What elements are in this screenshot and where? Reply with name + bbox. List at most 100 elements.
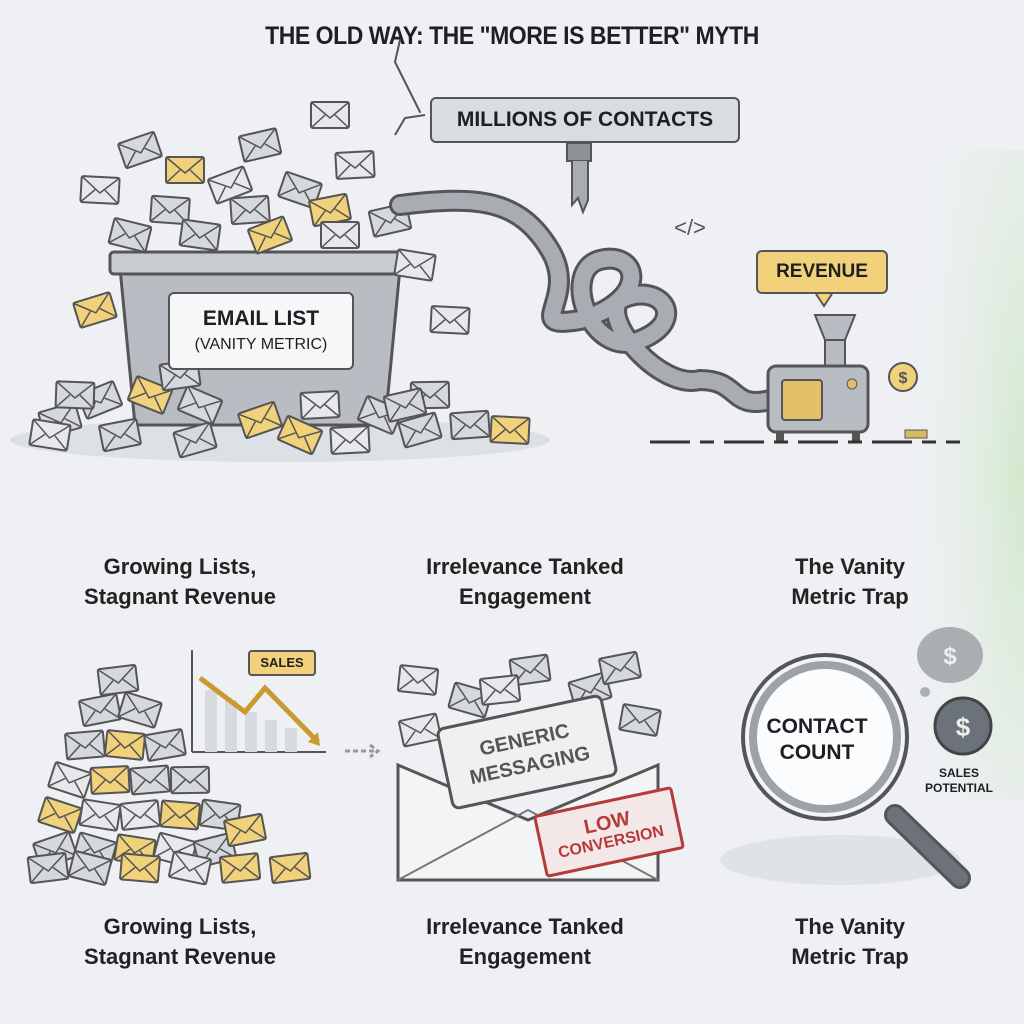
caption-line: Growing Lists,	[103, 914, 257, 939]
svg-text:$: $	[899, 370, 908, 387]
envelope-icon	[334, 150, 376, 180]
envelope-icon	[237, 127, 283, 163]
dollar-coin-icon: $	[888, 362, 918, 392]
envelope-icon	[247, 215, 293, 255]
envelope-icon	[308, 192, 352, 228]
envelope-icon	[397, 411, 443, 449]
envelope-icon	[72, 291, 118, 329]
caption-irrelevance: Irrelevance Tanked Engagement	[380, 912, 670, 972]
thought-bubble-dollar-icon: $	[917, 627, 983, 697]
envelope-icon	[276, 415, 324, 455]
envelope-icon	[54, 380, 96, 410]
section-title-irrelevance: Irrelevance Tanked Engagement	[380, 552, 670, 612]
svg-text:$: $	[956, 712, 971, 742]
envelope-icon	[299, 390, 341, 420]
declining-sales-chart	[191, 650, 326, 753]
caption-line: Irrelevance Tanked	[426, 914, 624, 939]
contact-line: CONTACT	[766, 715, 868, 738]
email-list-subtitle: (VANITY METRIC)	[194, 336, 328, 353]
sales-label: SALES	[248, 650, 316, 676]
envelope-icon	[329, 425, 371, 455]
caption-line: Engagement	[458, 944, 592, 969]
envelope-icon	[218, 852, 262, 884]
envelope-icon	[129, 764, 171, 796]
section-title-line: Irrelevance Tanked	[426, 554, 624, 579]
section-title-vanity: The Vanity Metric Trap	[730, 552, 970, 612]
envelope-icon	[64, 729, 106, 761]
caption-line: Metric Trap	[791, 944, 909, 969]
contact-count-label: CONTACT COUNT	[762, 714, 872, 766]
envelope-icon	[98, 417, 142, 453]
envelope-icon	[169, 765, 211, 795]
sales-potential-line: POTENTIAL	[925, 781, 993, 795]
count-line: COUNT	[779, 741, 855, 764]
envelope-icon	[178, 218, 222, 252]
envelope-icon	[168, 850, 212, 886]
envelope-icon	[79, 175, 121, 205]
email-list-title: EMAIL LIST	[202, 307, 320, 330]
envelope-icon	[96, 664, 140, 696]
pointer-arrow	[394, 114, 426, 136]
envelope-icon	[310, 101, 350, 129]
section-title-growing-lists: Growing Lists, Stagnant Revenue	[40, 552, 320, 612]
magnifier-shadow	[720, 835, 960, 885]
code-icon: </>	[674, 215, 706, 240]
section-title-line: Growing Lists,	[103, 554, 257, 579]
revenue-pointer	[815, 293, 833, 308]
caption-vanity: The Vanity Metric Trap	[730, 912, 970, 972]
flow-arrow	[345, 743, 381, 759]
envelope-icon	[117, 131, 163, 169]
envelope-icon	[37, 796, 83, 834]
envelope-icon	[103, 729, 147, 761]
envelope-icon	[89, 765, 131, 795]
envelope-icon	[28, 418, 72, 452]
envelope-icon	[223, 812, 267, 848]
revenue-label: REVENUE	[756, 250, 888, 294]
envelope-icon	[268, 852, 312, 884]
section-title-line: Stagnant Revenue	[84, 584, 276, 609]
tangled-pipe	[389, 39, 781, 413]
envelope-icon	[429, 305, 471, 335]
section-title-line: Metric Trap	[791, 584, 909, 609]
envelope-icon	[237, 401, 283, 439]
dollar-coin-gray-icon: $	[933, 696, 993, 756]
envelope-icon	[618, 703, 662, 737]
envelope-icon	[277, 171, 323, 209]
caption-line: The Vanity	[794, 914, 906, 939]
page-title: THE OLD WAY: THE "MORE IS BETTER" MYTH	[265, 22, 759, 50]
svg-text:$: $	[943, 643, 957, 670]
envelope-icon	[78, 798, 122, 832]
envelope-icon	[127, 375, 173, 415]
envelope-icon	[78, 692, 122, 728]
envelope-icon	[598, 650, 642, 686]
envelope-icon	[118, 799, 162, 831]
envelope-icon	[382, 387, 428, 423]
caption-line: Stagnant Revenue	[84, 944, 276, 969]
magnifying-glass-icon	[741, 653, 971, 889]
caption-growing-lists: Growing Lists, Stagnant Revenue	[40, 912, 320, 972]
envelope-icon	[177, 385, 223, 425]
envelope-icon	[320, 221, 360, 249]
envelope-icon	[393, 248, 437, 282]
envelope-icon	[159, 799, 201, 831]
sales-potential-label: SALES POTENTIAL	[924, 766, 994, 796]
section-title-line: Engagement	[458, 584, 592, 609]
envelope-icon	[47, 761, 93, 799]
section-title-line: The Vanity	[794, 554, 906, 579]
envelope-icon	[396, 664, 440, 696]
envelope-icon	[489, 415, 531, 445]
envelope-icon	[26, 852, 70, 884]
revenue-machine	[650, 314, 960, 444]
envelope-icon	[478, 674, 522, 706]
envelope-icon	[143, 728, 187, 762]
envelope-icon	[172, 421, 218, 459]
envelope-icon	[149, 194, 191, 226]
millions-of-contacts-label: MILLIONS OF CONTACTS	[430, 97, 740, 143]
envelope-icon	[398, 712, 442, 748]
envelope-icon	[449, 409, 491, 441]
email-list-label: EMAIL LIST (VANITY METRIC)	[168, 292, 354, 370]
sales-potential-line: SALES	[938, 766, 979, 780]
envelope-icon	[229, 194, 271, 226]
envelope-icon	[67, 850, 113, 886]
